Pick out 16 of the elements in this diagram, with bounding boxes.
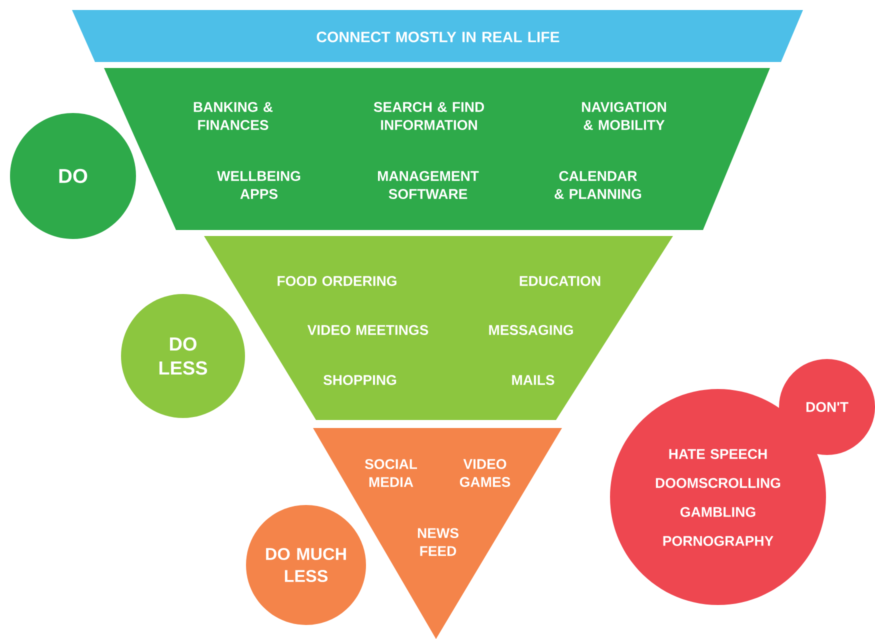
node-label: SEARCH & FIND INFORMATION	[374, 102, 484, 130]
node-label: MAILS	[512, 375, 554, 385]
node-label: SOCIAL MEDIA	[364, 459, 418, 487]
band: CONNECT MOSTLY IN REAL LIFE	[72, 10, 803, 62]
node-label: WELLBEING APPS	[217, 171, 300, 199]
node-label: NAVIGATION & MOBILITY	[582, 102, 666, 130]
node-label: BANKING & FINANCES	[194, 102, 273, 130]
node-label: SHOPPING	[323, 375, 396, 385]
node-label: NEWS FEED	[418, 528, 458, 556]
node-label: CALENDAR & PLANNING	[554, 171, 642, 199]
node-label: EDUCATION	[520, 276, 600, 286]
node-label: FOOD ORDERING	[278, 276, 396, 286]
node-label: VIDEO GAMES	[460, 459, 510, 487]
node-label: VIDEO MEETINGS	[307, 325, 428, 335]
node-label: MANAGEMENT SOFTWARE	[378, 171, 479, 199]
node-label: MESSAGING	[489, 325, 573, 335]
